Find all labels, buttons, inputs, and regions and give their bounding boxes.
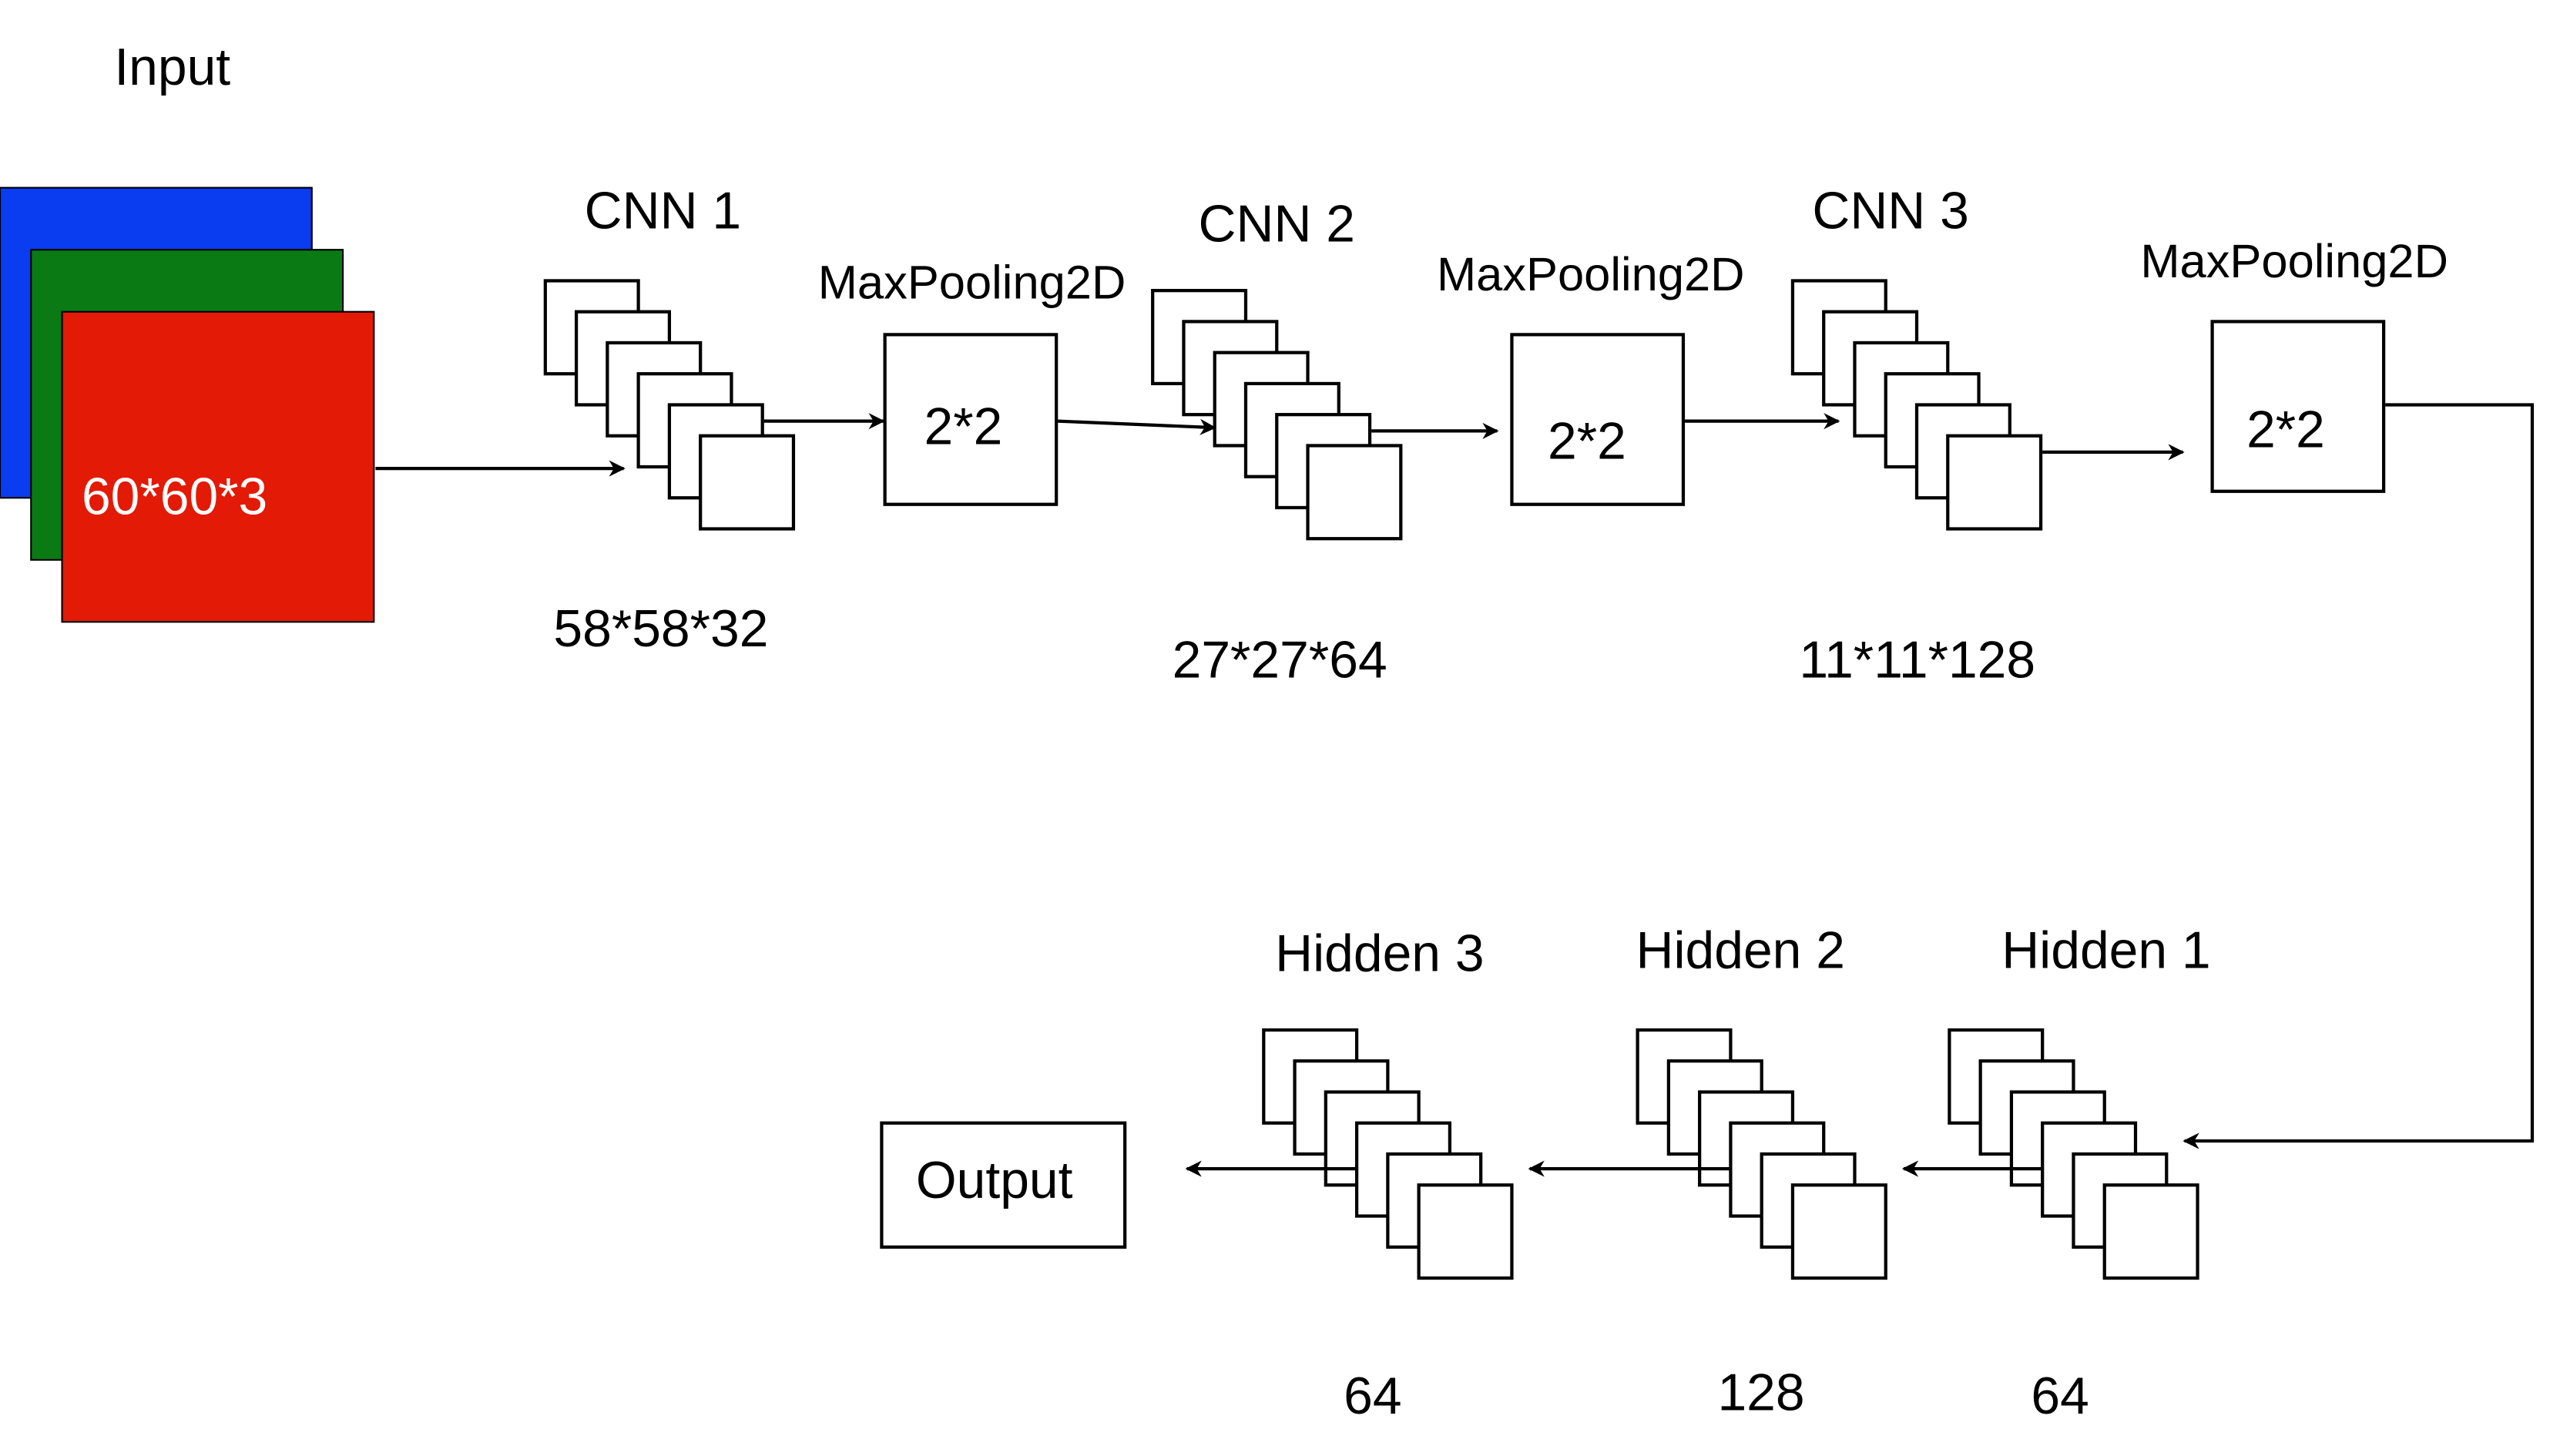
hidden-2-units (1636, 1028, 1887, 1280)
hidden-1-units (1948, 1028, 2199, 1280)
pool-3-size: 2*2 (2246, 401, 2325, 459)
hidden-1-unit-square-6 (2102, 1183, 2199, 1280)
pool-3-box (2210, 320, 2386, 493)
hidden-2-unit-square-6 (1790, 1183, 1887, 1280)
pool-1-box (883, 333, 1059, 506)
output-box (880, 1121, 1127, 1249)
hidden-3-title: Hidden 3 (1275, 925, 1484, 983)
pool-3-title: MaxPooling2D (2140, 235, 2448, 288)
input-dimensions: 60*60*3 (82, 468, 267, 525)
pool-2-size: 2*2 (1548, 412, 1626, 470)
cnn-1-title: CNN 1 (585, 183, 741, 240)
cnn-2-map-square-6 (1306, 444, 1403, 541)
hidden-3-units (1262, 1028, 1514, 1280)
output-label: Output (916, 1152, 1073, 1209)
input-channel-stack (0, 186, 375, 623)
cnn-3-shape: 11*11*128 (1799, 631, 2035, 689)
pool-2-title: MaxPooling2D (1437, 248, 1745, 301)
cnn-2-feature-maps (1151, 289, 1403, 541)
cnn-2-title: CNN 2 (1199, 196, 1355, 253)
input-channel-red (61, 310, 375, 623)
cnn-1-shape: 58*58*32 (553, 600, 768, 658)
hidden-2-units: 128 (1717, 1364, 1804, 1422)
cnn-3-feature-maps (1790, 279, 2043, 531)
cnn-1-feature-maps (543, 279, 796, 531)
hidden-1-title: Hidden 1 (2001, 921, 2210, 979)
pool-1-size: 2*2 (924, 398, 1003, 455)
cnn-3-map-square-6 (1946, 434, 2043, 531)
arrow-pool1-to-cnn2 (1058, 418, 1216, 435)
hidden-3-units: 64 (1344, 1367, 1401, 1425)
pool-2-box (1510, 333, 1686, 506)
cnn-2-shape: 27*27*64 (1173, 631, 1387, 689)
input-title: Input (114, 39, 230, 96)
cnn-1-map-square-6 (699, 434, 796, 531)
hidden-2-title: Hidden 2 (1636, 921, 1844, 979)
arrow-pool3-to-hidden1 (2183, 403, 2535, 1149)
pool-1-title: MaxPooling2D (818, 257, 1126, 310)
hidden-3-unit-square-6 (1417, 1183, 1514, 1280)
cnn-3-title: CNN 3 (1812, 183, 1968, 240)
hidden-1-units: 64 (2031, 1367, 2089, 1425)
